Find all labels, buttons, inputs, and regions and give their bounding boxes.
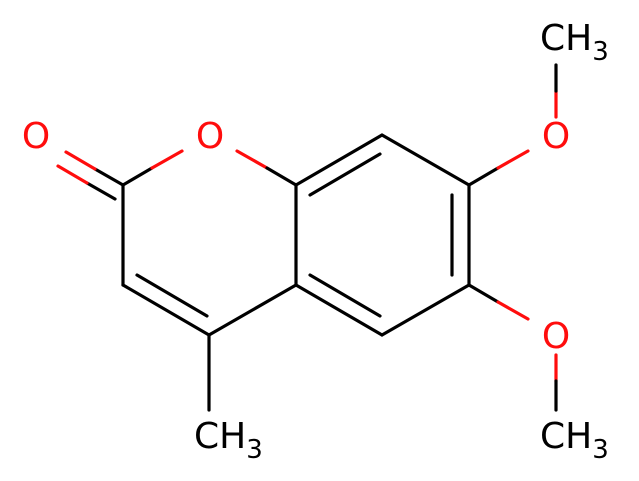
bond-c7-c8: [380, 133, 471, 187]
bond-c2-o2-red: [56, 164, 89, 185]
bond-o1-c8a-red: [235, 149, 269, 170]
bond-c2-o-red: [64, 150, 97, 171]
methyl-bottom-text: CH: [540, 416, 592, 457]
bond-c2-o1-black: [121, 166, 154, 187]
methyl-c4-text: CH: [194, 416, 246, 457]
bond-c3-c4: [121, 283, 211, 337]
bond-c5-c6: [380, 283, 471, 337]
bond-c7-o-black: [467, 166, 500, 187]
bond-c3-c4-inner: [135, 273, 209, 318]
carbon-skeleton: [121, 133, 471, 412]
bond-c2-o-black: [93, 167, 125, 187]
subscript-digit: 3: [592, 435, 609, 465]
bond-c4-c4a: [207, 283, 298, 337]
methyl-c4-label: CH3: [194, 416, 263, 465]
bond-c2-o1-red: [150, 149, 184, 170]
bond-o1-c8a-black: [265, 166, 298, 187]
methyl-bottom-label: CH3: [540, 416, 609, 465]
atom-labels: O O O O CH3 CH3 CH3: [22, 18, 609, 465]
methoxy-oxygen-7-label: O: [542, 116, 570, 157]
oxygen-bonds: [56, 63, 558, 412]
bond-c4a-c5-inner: [308, 273, 382, 318]
bond-c8-c8a-inner: [308, 152, 382, 197]
methoxy-oxygen-6-label: O: [542, 316, 570, 357]
subscript-digit: 3: [246, 435, 263, 465]
bond-c6-o-red: [496, 300, 530, 321]
subscript-digit: 3: [592, 37, 609, 67]
bond-c2-o2-black: [85, 181, 117, 201]
methyl-top-text: CH: [540, 18, 592, 59]
bond-c4a-c5: [294, 283, 384, 337]
methyl-top-label: CH3: [540, 18, 609, 67]
bond-c6-o-black: [467, 283, 500, 304]
bond-c7-o-red: [496, 149, 530, 170]
bond-c8-c8a: [294, 133, 384, 187]
carbonyl-oxygen-label: O: [22, 116, 50, 157]
ring-oxygen-label: O: [196, 116, 224, 157]
